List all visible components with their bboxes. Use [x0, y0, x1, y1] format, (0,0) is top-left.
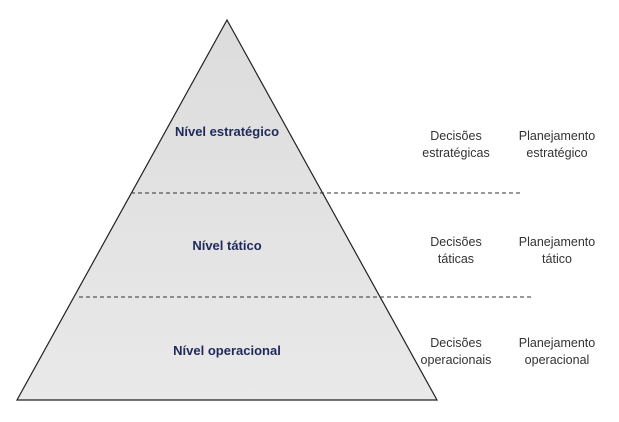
- decision-text-strategic: Decisões estratégicas: [401, 128, 511, 162]
- planning-line-1: Planejamento: [518, 336, 596, 350]
- decision-line-2: estratégicas: [422, 146, 490, 160]
- planning-line-2: tático: [542, 252, 572, 266]
- planning-line-1: Planejamento: [518, 129, 596, 143]
- level-label-operational: Nível operacional: [173, 343, 281, 358]
- level-label-strategic: Nível estratégico: [174, 124, 280, 139]
- decision-line-1: Decisões: [430, 129, 482, 143]
- planning-line-1: Planejamento: [518, 235, 596, 249]
- decision-line-2: táticas: [437, 252, 475, 266]
- planning-text-tactical: Planejamento tático: [502, 234, 612, 268]
- decision-text-tactical: Decisões táticas: [401, 234, 511, 268]
- decision-text-operational: Decisões operacionais: [401, 335, 511, 369]
- decision-line-1: Decisões: [430, 235, 482, 249]
- planning-line-2: estratégico: [526, 146, 588, 160]
- decision-line-1: Decisões: [430, 336, 482, 350]
- planning-text-strategic: Planejamento estratégico: [502, 128, 612, 162]
- planning-text-operational: Planejamento operacional: [502, 335, 612, 369]
- planning-line-2: operacional: [524, 353, 590, 367]
- level-label-tactical: Nível tático: [192, 238, 262, 253]
- pyramid-shape: [15, 18, 439, 401]
- decision-line-2: operacionais: [420, 353, 492, 367]
